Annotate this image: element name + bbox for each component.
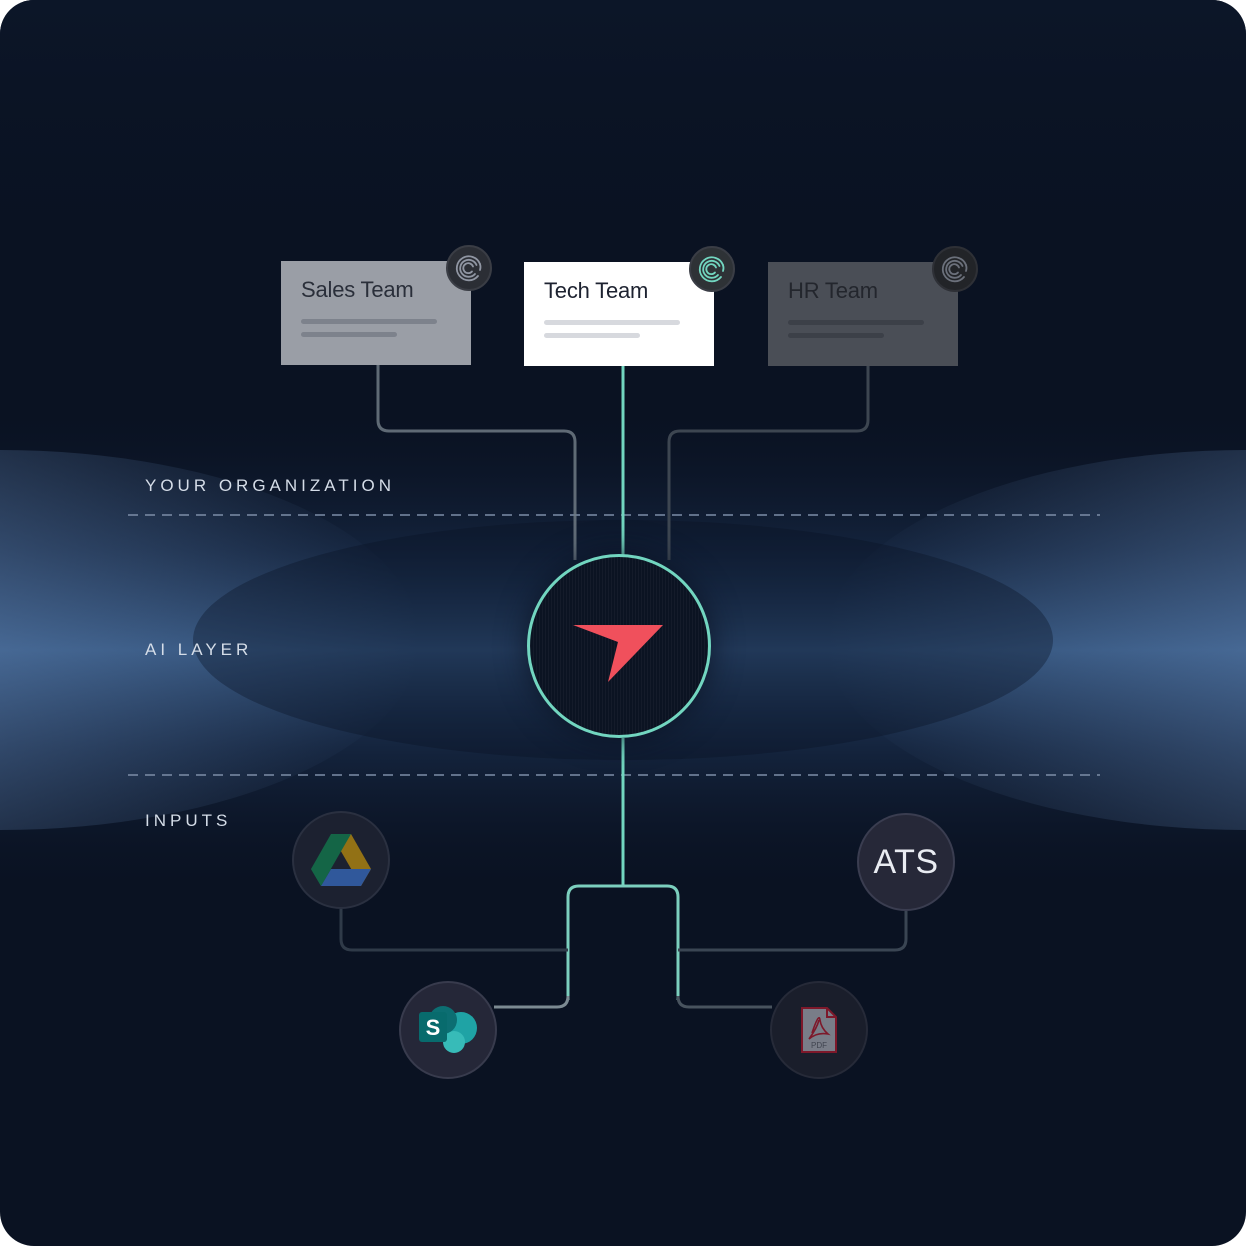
team-card-title: Tech Team — [544, 278, 649, 303]
placeholder-line — [544, 333, 640, 338]
ats-label: ATS — [873, 842, 939, 881]
team-card-tech[interactable]: Tech Team — [524, 262, 714, 366]
svg-text:S: S — [426, 1015, 441, 1040]
team-card-hr[interactable]: HR Team — [768, 262, 958, 366]
placeholder-line — [788, 320, 924, 325]
connector-sharepoint — [494, 995, 570, 1009]
connector-branch — [566, 884, 680, 1000]
ats-node[interactable]: ATS — [857, 813, 955, 911]
layer-label-ai: AI LAYER — [145, 640, 253, 659]
layer-label-organization: YOUR ORGANIZATION — [145, 476, 395, 495]
logo-icon — [573, 625, 663, 682]
placeholder-line — [301, 332, 397, 337]
google-drive-icon — [311, 834, 371, 886]
team-card-title: HR Team — [788, 278, 878, 303]
fingerprint-icon — [446, 245, 492, 291]
connector-drive — [339, 908, 568, 952]
placeholder-line — [544, 320, 680, 325]
fingerprint-icon — [932, 246, 978, 292]
placeholder-line — [301, 319, 437, 324]
google-drive-node[interactable] — [292, 811, 390, 909]
placeholder-line — [788, 333, 884, 338]
connector-sales — [376, 365, 577, 560]
fingerprint-icon — [689, 246, 735, 292]
layer-label-inputs: INPUTS — [145, 811, 232, 830]
sharepoint-icon: S — [419, 1006, 477, 1053]
pdf-node[interactable]: PDF — [770, 981, 868, 1079]
ai-hub[interactable] — [527, 554, 711, 738]
pdf-icon: PDF — [801, 1007, 837, 1053]
connector-pdf — [676, 995, 772, 1009]
team-card-sales[interactable]: Sales Team — [281, 261, 471, 365]
team-card-title: Sales Team — [301, 277, 414, 302]
connector-hr — [667, 365, 870, 560]
connector-ats — [678, 911, 908, 952]
sharepoint-node[interactable]: S — [399, 981, 497, 1079]
svg-text:PDF: PDF — [811, 1041, 827, 1050]
